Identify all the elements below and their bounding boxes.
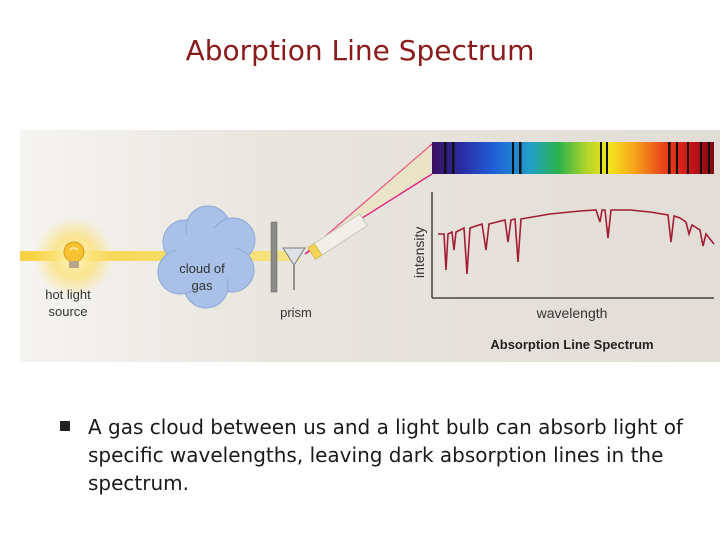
detector-tube xyxy=(307,213,368,260)
cloud-label-line2: gas xyxy=(192,278,213,293)
slide-title: Aborption Line Spectrum xyxy=(185,34,535,67)
lightbulb-icon xyxy=(63,241,85,268)
prism-label: prism xyxy=(280,305,312,320)
intensity-axis-label: intensity xyxy=(411,227,427,278)
light-beam xyxy=(20,251,300,261)
source-label-line1: hot light xyxy=(45,287,91,302)
slit-plate xyxy=(270,221,278,293)
spectrum-band xyxy=(432,142,714,174)
diagram-svg: hot light source cloud of gas prism xyxy=(20,130,720,362)
wavelength-axis-label: wavelength xyxy=(536,305,608,321)
absorption-diagram: hot light source cloud of gas prism xyxy=(20,130,720,362)
cloud-label-line1: cloud of xyxy=(179,261,225,276)
bullet-text: A gas cloud between us and a light bulb … xyxy=(88,415,683,495)
square-bullet-icon xyxy=(60,421,70,431)
gas-cloud xyxy=(157,205,256,309)
prism-shape xyxy=(282,247,306,266)
spectrum-caption: Absorption Line Spectrum xyxy=(490,337,653,352)
absorption-curve xyxy=(438,209,715,275)
absorption-lines xyxy=(444,142,710,174)
source-label-line2: source xyxy=(48,304,87,319)
ray-fan xyxy=(305,144,430,254)
